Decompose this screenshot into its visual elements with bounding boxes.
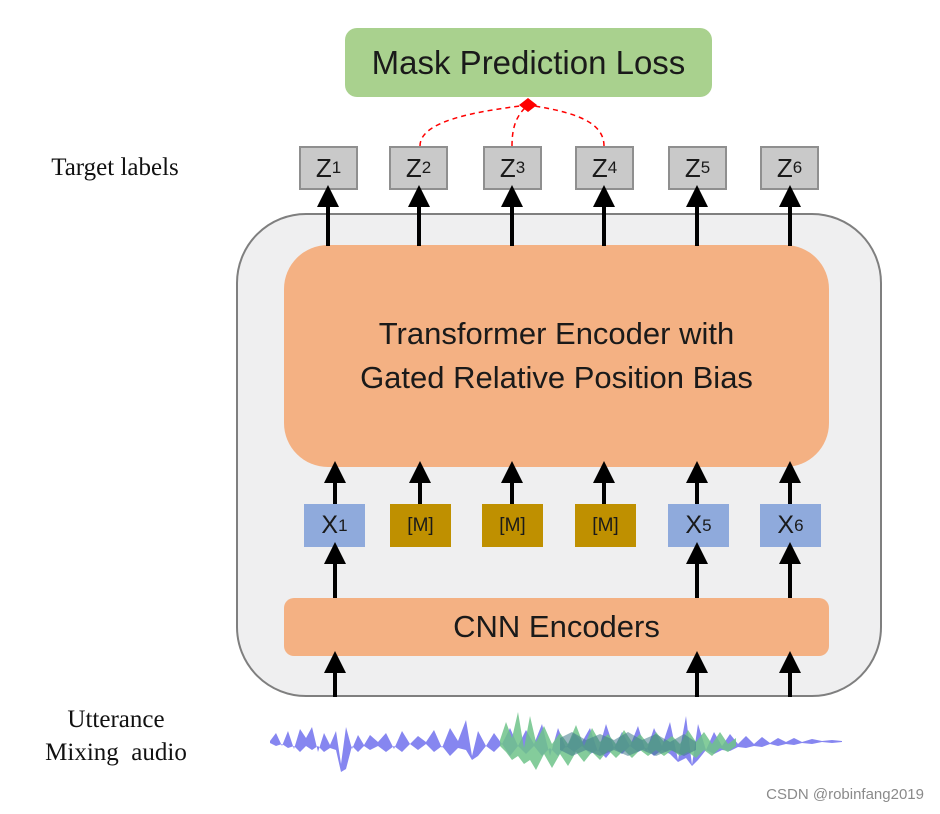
target-labels-caption: Target labels xyxy=(51,154,179,181)
token-arrows xyxy=(324,461,801,504)
output-arrows xyxy=(317,185,801,246)
loss-connectors xyxy=(419,104,605,147)
mask-token-4: [M] xyxy=(575,504,636,547)
loss-title: Mask Prediction Loss xyxy=(371,43,686,81)
connector-z3 xyxy=(511,104,529,147)
mask-token-2: [M] xyxy=(390,504,451,547)
cnn-label: CNN Encoders xyxy=(453,609,660,644)
connector-z2 xyxy=(419,104,529,147)
mask-prediction-loss-box: Mask Prediction Loss xyxy=(345,28,712,97)
mask-token-3: [M] xyxy=(482,504,543,547)
audio-waveform xyxy=(270,712,842,772)
audio-caption-line1: Utterance xyxy=(67,706,165,733)
audio-caption: Utterance Mixing audio xyxy=(22,703,210,769)
watermark: CSDN @robinfang2019 xyxy=(766,786,924,803)
transformer-encoder-box: Transformer Encoder with Gated Relative … xyxy=(284,245,829,467)
cnn-encoders-box: CNN Encoders xyxy=(284,598,829,656)
transformer-line2: Gated Relative Position Bias xyxy=(360,360,753,395)
cnn-output-arrows xyxy=(324,542,801,598)
audio-input-arrows xyxy=(324,651,801,697)
audio-caption-line2: Mixing audio xyxy=(45,739,187,766)
loss-junction-marker xyxy=(519,98,537,112)
connector-z4 xyxy=(527,104,605,147)
waveform-overlap xyxy=(560,732,696,756)
transformer-line1: Transformer Encoder with xyxy=(378,316,735,351)
